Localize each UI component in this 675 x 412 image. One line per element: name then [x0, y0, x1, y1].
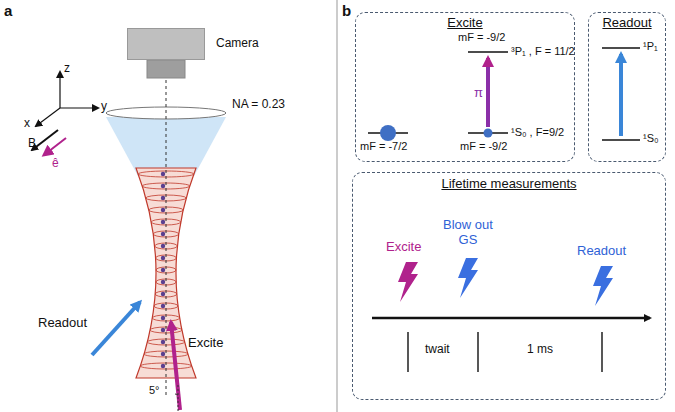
- level-label: mF = -9/2: [458, 31, 505, 44]
- aperture-label: NA = 0.23: [232, 98, 285, 112]
- angle-label: 5°: [149, 384, 160, 397]
- duration-label: 1 ms: [527, 343, 553, 357]
- axis-label: y: [101, 100, 107, 114]
- optical-axis: [166, 80, 167, 395]
- angle-reference: [178, 385, 179, 411]
- blowout-pulse: [458, 258, 478, 298]
- time-axis: [372, 317, 650, 320]
- panel-letter: a: [4, 2, 12, 19]
- atom-population: [380, 125, 396, 141]
- axis-label: z: [64, 62, 70, 76]
- camera-body: Camera: [127, 28, 205, 60]
- level-label: mF = -9/2: [460, 140, 507, 153]
- beam-label: Excite: [188, 336, 223, 351]
- transition-label: π: [474, 86, 483, 101]
- field-label: B: [28, 137, 36, 151]
- level-label: ¹S₀ , F=9/2: [511, 126, 564, 139]
- atom-population: [484, 129, 493, 138]
- axes: [36, 72, 98, 126]
- polarization-label: ê: [52, 157, 59, 171]
- pulse-label: Excite: [386, 240, 421, 255]
- box-title: Readout: [589, 16, 665, 31]
- pi-transition: [486, 58, 490, 127]
- level-label: ³P₁ , F = 11/2: [511, 45, 575, 58]
- time-ticks: [408, 332, 602, 372]
- level-label: mF = -7/2: [360, 140, 407, 153]
- level-label: ¹P₁: [643, 40, 658, 53]
- box-title: Excite: [356, 16, 574, 31]
- pulse-label: Readout: [577, 244, 626, 259]
- excite-beam: [171, 322, 180, 410]
- readout-beam: [92, 302, 140, 355]
- polarization-arrow: [44, 138, 66, 155]
- panel-letter: b: [342, 2, 351, 19]
- angle-arc: [175, 394, 178, 395]
- readout-transition: [619, 54, 623, 136]
- panel-box: Lifetime measurements: [352, 172, 666, 400]
- beam-label: Readout: [38, 316, 87, 331]
- camera-lens: [147, 60, 185, 78]
- level-label: ¹S₀: [643, 132, 659, 145]
- pulse-label: Blow out GS: [438, 218, 498, 248]
- excite-pulse: [398, 262, 418, 302]
- duration-label: twait: [425, 343, 450, 357]
- box-title: Lifetime measurements: [353, 177, 665, 192]
- separator: [336, 0, 337, 412]
- energy-levels: [368, 48, 640, 140]
- axis-label: x: [24, 117, 30, 131]
- readout-pulse: [593, 266, 613, 306]
- box-title: Camera: [216, 37, 259, 51]
